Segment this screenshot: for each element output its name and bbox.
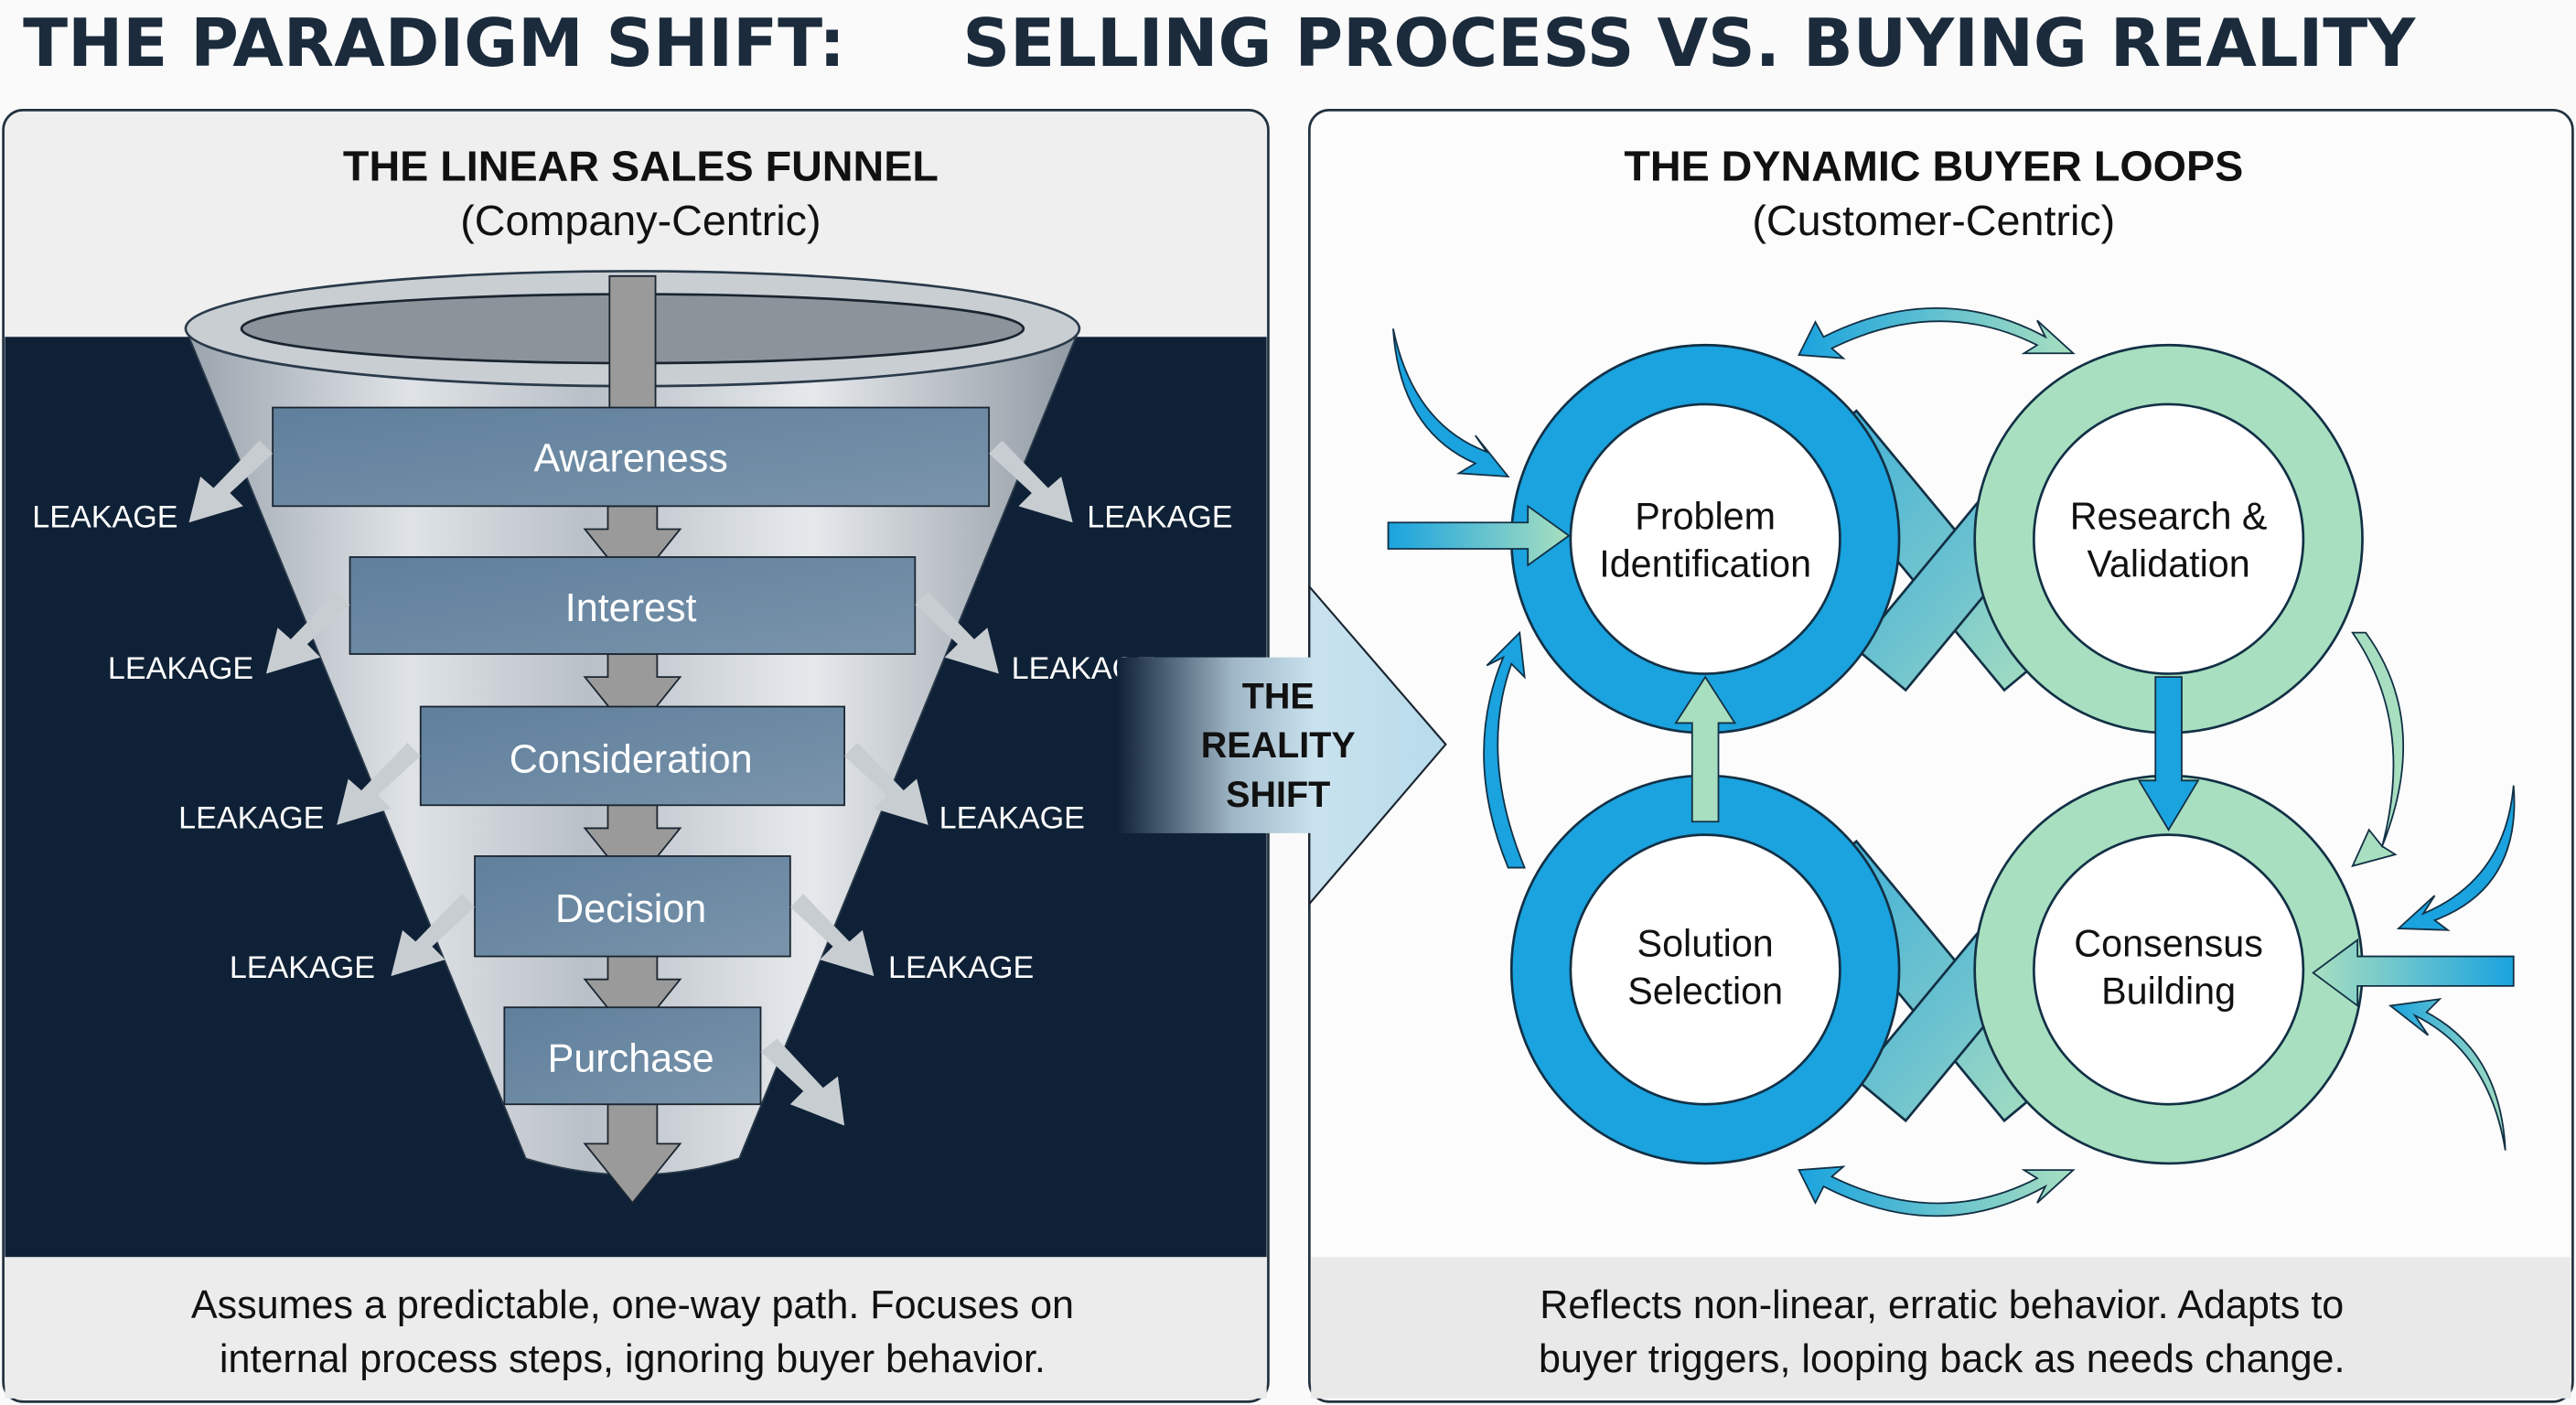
cycle-arrow-icon [1798, 1165, 2076, 1217]
right-footer-line2: buyer triggers, looping back as needs ch… [1539, 1337, 2345, 1381]
stage-label: Awareness [533, 437, 727, 481]
flow-arrow-down-icon [583, 1103, 682, 1205]
stage-purchase: Purchase [503, 1006, 762, 1106]
shift-label-line1: THE [1242, 676, 1315, 716]
leakage-label: LEAKAGE [230, 950, 375, 985]
stage-decision: Decision [474, 855, 791, 958]
loop-label-research-2: Validation [2087, 543, 2249, 585]
leakage-label: LEAKAGE [32, 500, 177, 535]
shift-label-line2: REALITY [1201, 725, 1356, 766]
leak-arrow-right-icon [989, 440, 1073, 523]
trigger-arrow-icon [2351, 631, 2405, 868]
right-footer-line1: Reflects non-linear, erratic behavior. A… [1540, 1283, 2344, 1327]
leakage-label: LEAKAGE [888, 950, 1034, 985]
leak-arrow-left-icon [391, 894, 476, 977]
buyer-loops [1509, 343, 2364, 1165]
leakage-arrows [188, 440, 1073, 1126]
loop-label-solution-2: Selection [1627, 971, 1783, 1013]
left-footer-bg [5, 1257, 1267, 1399]
cycle-arrow-icon [1798, 307, 2076, 359]
arrow-down-icon [2137, 676, 2200, 831]
loop-label-problem-1: Problem [1635, 495, 1776, 537]
page-title-part2: SELLING PROCESS VS. BUYING REALITY [962, 5, 2416, 81]
shift-label-line3: SHIFT [1226, 775, 1330, 815]
left-panel-subheading: (Company-Centric) [460, 197, 821, 244]
loop-label-consensus-1: Consensus [2074, 923, 2263, 965]
trigger-arrow-icon [2396, 785, 2516, 931]
trigger-arrow-icon [1387, 504, 1571, 567]
arrow-up-icon [1674, 675, 1737, 823]
trigger-arrows [1387, 307, 2516, 1217]
leakage-label: LEAKAGE [939, 800, 1085, 835]
leakage-label: LEAKAGE [108, 651, 253, 686]
leak-arrow-left-icon [337, 743, 421, 825]
loop-label-solution-1: Solution [1637, 923, 1774, 965]
stage-label: Purchase [548, 1036, 714, 1080]
trigger-arrow-icon [1392, 328, 1510, 478]
left-footer-line2: internal process steps, ignoring buyer b… [220, 1337, 1046, 1381]
leak-arrow-right-icon [844, 743, 928, 825]
exit-arrow-right-icon [760, 1038, 845, 1126]
reality-shift-arrow: THE REALITY SHIFT [1117, 584, 1447, 906]
page-title-part1: THE PARADIGM SHIFT: [23, 5, 845, 81]
left-panel-heading: THE LINEAR SALES FUNNEL [343, 143, 939, 190]
loop-label-consensus-2: Building [2101, 971, 2236, 1013]
right-panel-heading: THE DYNAMIC BUYER LOOPS [1624, 143, 2243, 190]
leak-arrow-right-icon [915, 591, 999, 674]
stage-awareness: Awareness [272, 406, 991, 508]
right-panel-subheading: (Customer-Centric) [1752, 197, 2115, 244]
leakage-label: LEAKAGE [178, 800, 324, 835]
leakage-label: LEAKAGE [1087, 500, 1232, 535]
leak-arrow-right-icon [789, 894, 875, 977]
trigger-arrow-icon [2312, 938, 2515, 1008]
loop-label-problem-2: Identification [1599, 543, 1811, 585]
stage-label: Consideration [510, 737, 753, 781]
stage-interest: Interest [349, 556, 917, 655]
leak-arrow-left-icon [188, 440, 274, 523]
right-panel: THE DYNAMIC BUYER LOOPS (Customer-Centri… [1308, 109, 2574, 1403]
leak-arrow-left-icon [265, 591, 350, 674]
left-panel: THE LINEAR SALES FUNNEL (Company-Centric… [2, 109, 1270, 1403]
funnel-stages: Awareness Interest Consideration Decisio… [272, 406, 991, 1106]
stage-label: Decision [555, 887, 706, 931]
loop-label-research-1: Research & [2070, 495, 2268, 537]
stage-consideration: Consideration [419, 705, 845, 807]
right-footer-bg [1311, 1257, 2571, 1399]
trigger-arrow-icon [2388, 998, 2506, 1151]
stage-label: Interest [565, 586, 697, 630]
trigger-arrow-icon [1483, 630, 1526, 869]
left-footer-line1: Assumes a predictable, one-way path. Foc… [191, 1283, 1074, 1327]
